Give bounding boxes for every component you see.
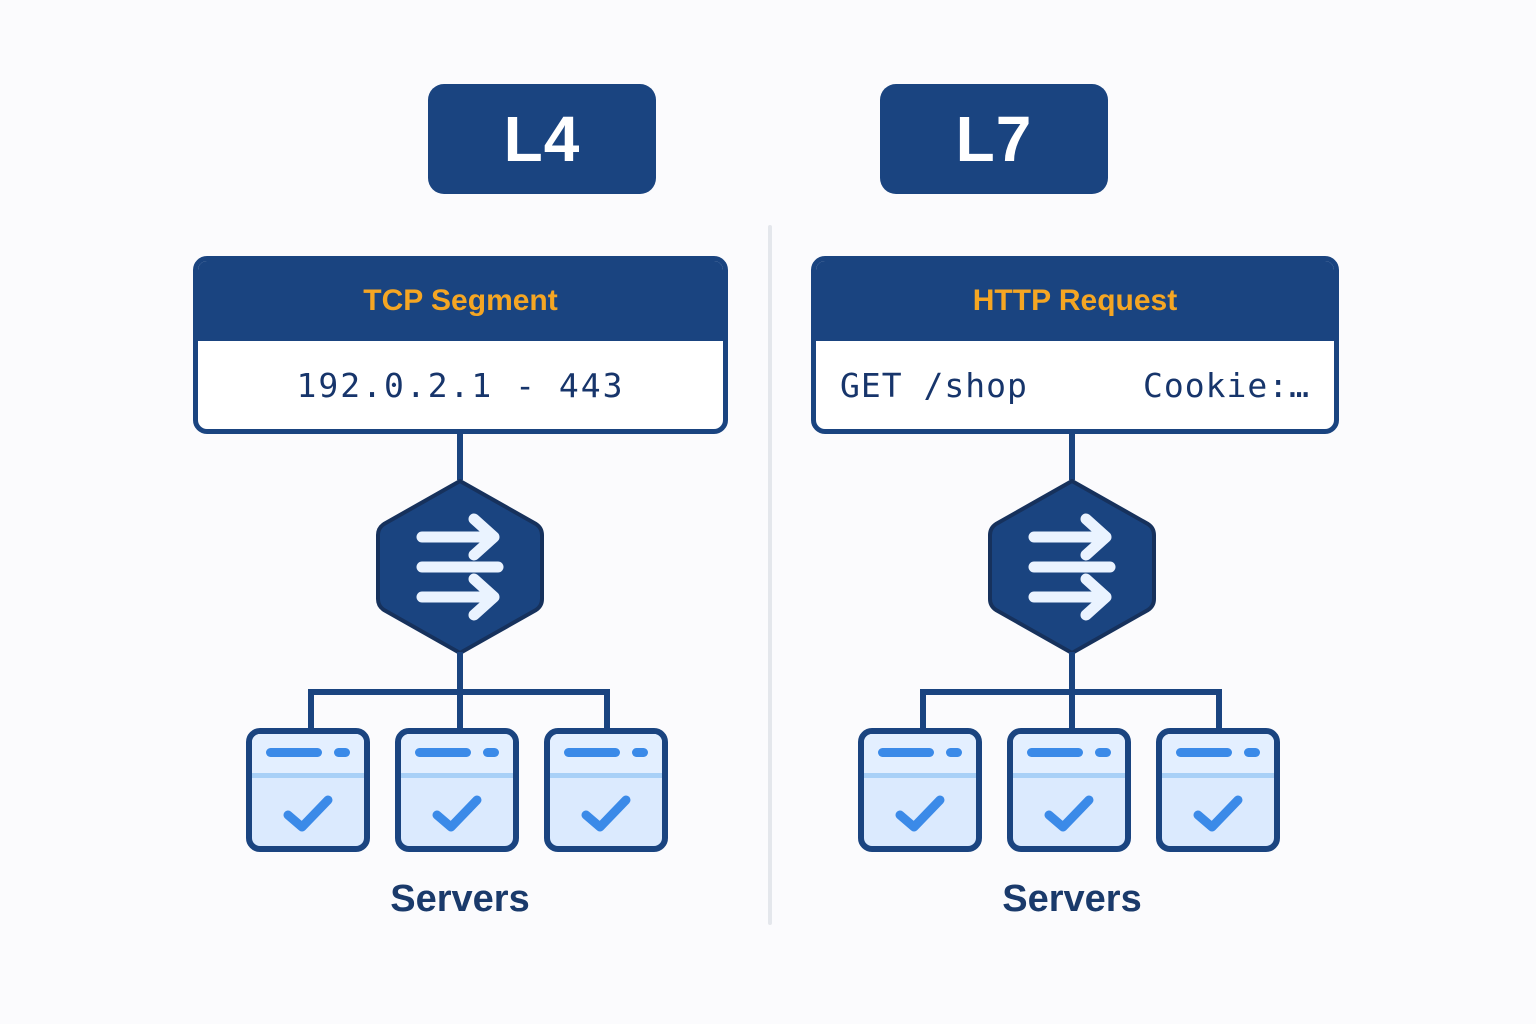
server-bar-icon — [1027, 748, 1083, 757]
packet-title-l4: TCP Segment — [198, 261, 723, 341]
server-header-l7-1 — [1013, 734, 1125, 778]
servers-caption-l7: Servers — [1002, 878, 1142, 920]
server-bar-icon — [266, 748, 322, 757]
servers-caption-l4: Servers — [390, 878, 530, 920]
wire-bus-to-server-l7-1 — [1069, 689, 1075, 731]
wire-lb-to-bus-l7 — [1069, 652, 1075, 692]
layer-badge-l7: L7 — [880, 84, 1108, 194]
check-icon — [252, 782, 364, 846]
server-node-l7-0[interactable] — [858, 728, 982, 852]
server-header-l4-0 — [252, 734, 364, 778]
packet-field-l7-1: Cookie:… — [1143, 365, 1310, 405]
packet-card-l4: TCP Segment 192.0.2.1 - 443 — [193, 256, 728, 434]
packet-title-l7: HTTP Request — [816, 261, 1334, 341]
server-bar-icon — [564, 748, 620, 757]
wire-bus-to-server-l4-2 — [604, 689, 610, 731]
wire-bus-to-server-l4-0 — [308, 689, 314, 731]
server-dot-icon — [334, 748, 350, 757]
packet-fields-l4: 192.0.2.1 - 443 — [198, 341, 723, 429]
server-node-l7-2[interactable] — [1156, 728, 1280, 852]
server-bar-icon — [1176, 748, 1232, 757]
server-node-l4-2[interactable] — [544, 728, 668, 852]
wire-bus-to-server-l4-1 — [457, 689, 463, 731]
server-dot-icon — [1244, 748, 1260, 757]
server-dot-icon — [483, 748, 499, 757]
layer-badge-l4-label: L4 — [503, 103, 581, 175]
load-balancer-hexagon-icon-l7 — [982, 477, 1162, 657]
wire-bus-to-server-l7-2 — [1216, 689, 1222, 731]
check-icon — [401, 782, 513, 846]
check-icon — [550, 782, 662, 846]
server-node-l7-1[interactable] — [1007, 728, 1131, 852]
panel-divider — [768, 225, 772, 925]
server-bar-icon — [415, 748, 471, 757]
check-icon — [1013, 782, 1125, 846]
server-node-l4-0[interactable] — [246, 728, 370, 852]
server-dot-icon — [946, 748, 962, 757]
check-icon — [1162, 782, 1274, 846]
wire-bus-to-server-l7-0 — [920, 689, 926, 731]
check-icon — [864, 782, 976, 846]
load-balancer-hexagon-icon-l4 — [370, 477, 550, 657]
packet-fields-l7: GET /shop Cookie:… — [816, 341, 1334, 429]
server-header-l7-0 — [864, 734, 976, 778]
packet-field-l7-0: GET /shop — [840, 365, 1028, 405]
server-header-l7-2 — [1162, 734, 1274, 778]
server-header-l4-1 — [401, 734, 513, 778]
server-dot-icon — [632, 748, 648, 757]
wire-packet-to-lb-l7 — [1069, 432, 1075, 480]
server-header-l4-2 — [550, 734, 662, 778]
server-dot-icon — [1095, 748, 1111, 757]
server-node-l4-1[interactable] — [395, 728, 519, 852]
layer-badge-l7-label: L7 — [955, 103, 1033, 175]
packet-card-l7: HTTP Request GET /shop Cookie:… — [811, 256, 1339, 434]
wire-packet-to-lb-l4 — [457, 432, 463, 480]
server-bar-icon — [878, 748, 934, 757]
wire-lb-to-bus-l4 — [457, 652, 463, 692]
layer-badge-l4: L4 — [428, 84, 656, 194]
packet-field-l4-0: 192.0.2.1 - 443 — [296, 365, 625, 405]
